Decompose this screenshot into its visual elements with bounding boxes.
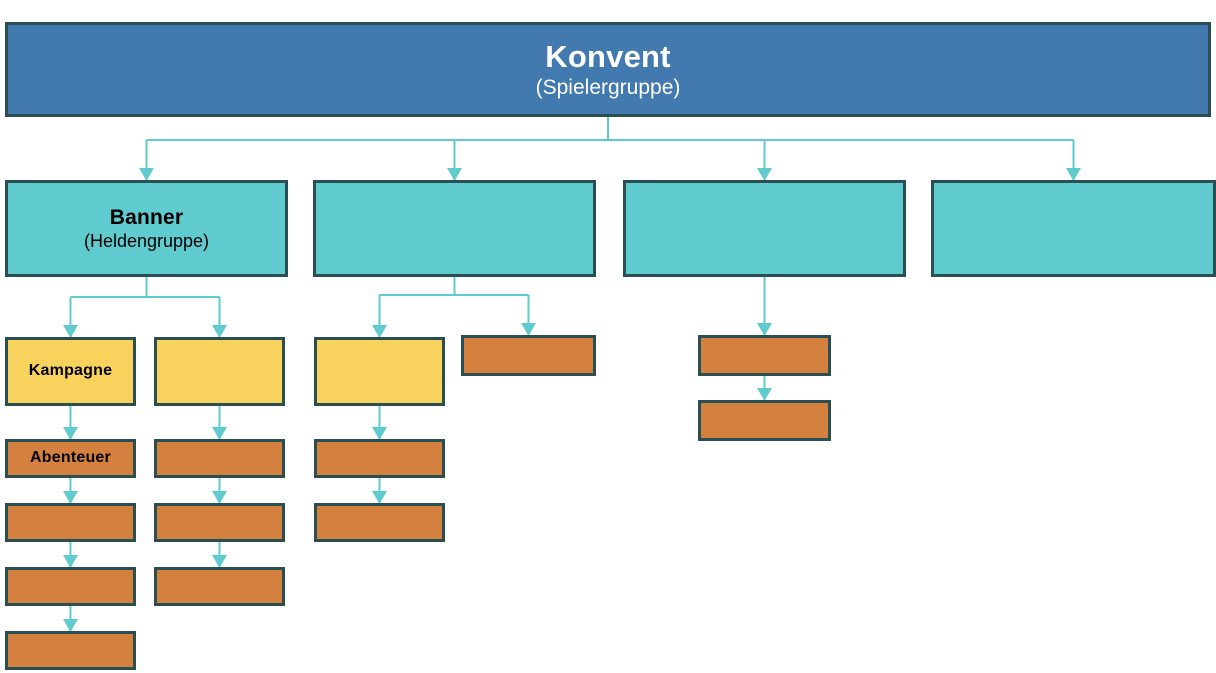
- node-ab_c1_2[interactable]: [5, 503, 136, 542]
- node-ab_c3_1[interactable]: [314, 439, 445, 478]
- node-title: Abenteuer: [30, 449, 111, 467]
- node-banner2[interactable]: [313, 180, 596, 277]
- node-ab_c2_3[interactable]: [154, 567, 285, 606]
- node-subtitle: (Heldengruppe): [83, 230, 210, 251]
- node-ab_c1_4[interactable]: [5, 631, 136, 670]
- node-ab_b3_1[interactable]: [698, 335, 831, 376]
- node-ab_c2_1[interactable]: [154, 439, 285, 478]
- node-ab_c1_3[interactable]: [5, 567, 136, 606]
- node-konvent[interactable]: Konvent(Spielergruppe): [5, 22, 1211, 117]
- node-ab_b2_r[interactable]: [461, 335, 596, 376]
- node-kamp3[interactable]: [314, 337, 445, 406]
- node-ab_c1_1[interactable]: Abenteuer: [5, 439, 136, 478]
- node-title: Banner: [109, 205, 184, 229]
- node-title: Konvent: [545, 38, 671, 74]
- node-banner3[interactable]: [623, 180, 906, 277]
- node-banner4[interactable]: [931, 180, 1216, 277]
- node-ab_b3_2[interactable]: [698, 400, 831, 441]
- node-subtitle: (Spielergruppe): [535, 76, 681, 100]
- node-kamp2[interactable]: [154, 337, 285, 406]
- node-banner1[interactable]: Banner(Heldengruppe): [5, 180, 288, 277]
- node-ab_c3_2[interactable]: [314, 503, 445, 542]
- node-ab_c2_2[interactable]: [154, 503, 285, 542]
- node-kamp1[interactable]: Kampagne: [5, 337, 136, 406]
- node-title: Kampagne: [28, 362, 113, 380]
